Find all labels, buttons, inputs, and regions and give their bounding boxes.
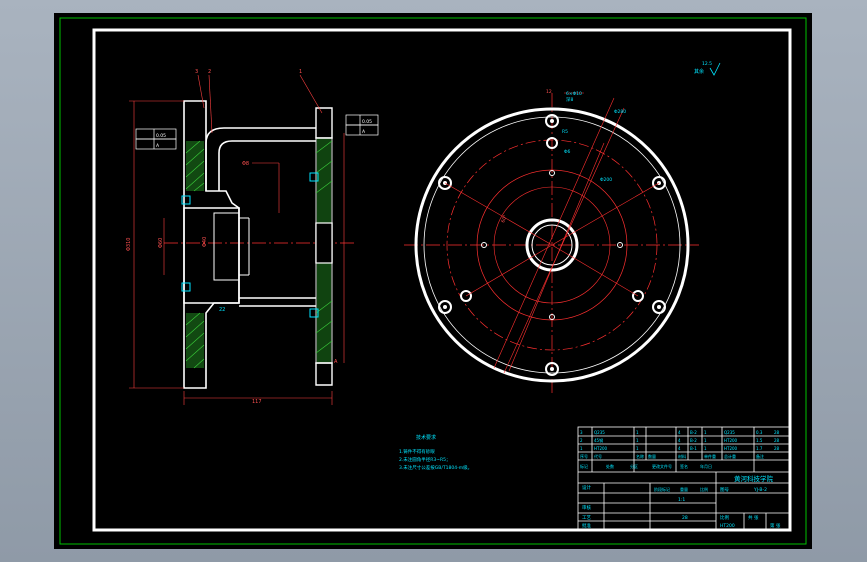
tech-note-2: 2.未注圆角半径R3~R5； bbox=[399, 456, 451, 463]
rev-cell: 4 bbox=[678, 446, 681, 451]
drawing-no-label: 图号 bbox=[720, 487, 729, 493]
stage-label: 重量 bbox=[680, 486, 688, 492]
rev-cell: HT200 bbox=[594, 446, 608, 451]
rev-cell: HT200 bbox=[724, 438, 738, 443]
rev-header-cell: 备注 bbox=[756, 453, 764, 459]
tolerance-frame-left bbox=[135, 128, 177, 150]
rev-cell: 1.5 bbox=[756, 438, 763, 443]
rev-cell: HT200 bbox=[724, 446, 738, 451]
balloon-2: 2 bbox=[208, 69, 211, 75]
dim-bore: Φ40 bbox=[202, 237, 208, 247]
approve-label: 批准 bbox=[582, 522, 591, 529]
rev-cell: 1 bbox=[580, 446, 583, 451]
rev-cell: B-2 bbox=[690, 438, 697, 443]
rev-cell: 45钢 bbox=[594, 437, 603, 443]
hole-callout-depth: 深8 bbox=[566, 96, 573, 103]
outer-frame bbox=[59, 17, 807, 545]
rev-cell: 1 bbox=[704, 446, 707, 451]
school-name: 黄河科技学院 bbox=[734, 474, 774, 483]
radius-label: R5 bbox=[562, 129, 568, 135]
tech-note-1: 1.铸件不得有砂眼 bbox=[399, 448, 435, 455]
rev-cell: 28 bbox=[774, 430, 780, 435]
tol-left-datum: A bbox=[156, 143, 160, 149]
rev-cell: 28 bbox=[774, 438, 780, 443]
rev-header-cell: 材料 bbox=[678, 453, 686, 459]
sign-header-cell: 年月日 bbox=[700, 463, 712, 469]
dim-pipe: Φ8 bbox=[242, 161, 249, 167]
sheet-value: 第 张 bbox=[770, 522, 781, 529]
check-label: 审核 bbox=[582, 504, 591, 511]
tech-title: 技术要求 bbox=[416, 434, 436, 441]
rev-cell: 1 bbox=[704, 430, 707, 435]
scale-value: 1:1 bbox=[678, 497, 685, 503]
dim-height: Φ310 bbox=[126, 238, 132, 251]
rev-cell: 4 bbox=[678, 430, 681, 435]
sign-header-cell: 签名 bbox=[680, 463, 688, 469]
roughness-value: 12.5 bbox=[702, 61, 712, 67]
rev-cell: 0.3 bbox=[756, 430, 763, 435]
end-view bbox=[404, 92, 699, 393]
rev-cell: 1.7 bbox=[756, 446, 763, 451]
material: HT200 bbox=[720, 523, 735, 529]
rev-cell: Q235 bbox=[594, 430, 605, 435]
roughness-note: 其余 bbox=[694, 68, 704, 75]
datum-label: A bbox=[334, 359, 338, 365]
dim-fit: 22 bbox=[219, 307, 225, 313]
angle-label: 60° bbox=[500, 214, 508, 224]
tol-right-datum: A bbox=[362, 129, 366, 135]
rev-header-cell: 序号 bbox=[580, 453, 588, 459]
title-block bbox=[577, 426, 791, 531]
sheet-label: 共 张 bbox=[748, 514, 759, 521]
small-hole-dim: Φ6 bbox=[564, 149, 571, 155]
drawing-no: YJ-B-2 bbox=[753, 487, 767, 493]
design-label: 设计 bbox=[582, 484, 591, 491]
drawing-border bbox=[92, 28, 792, 532]
sign-header-cell: 处数 bbox=[606, 463, 614, 469]
center-label: 12 bbox=[546, 89, 552, 95]
rev-cell: 28 bbox=[774, 446, 780, 451]
rev-header-cell: 名称 bbox=[636, 453, 644, 459]
rev-cell: 1 bbox=[636, 438, 639, 443]
pcd-inner: Φ200 bbox=[600, 177, 612, 183]
dim-overall-length: 117 bbox=[252, 399, 262, 405]
rev-cell: B-2 bbox=[690, 430, 697, 435]
scale-label: 比例 bbox=[720, 514, 729, 521]
tol-right-value: 0.05 bbox=[362, 119, 372, 125]
tech-note-3: 3.未注尺寸公差按GB/T1804-m级。 bbox=[399, 464, 472, 471]
rev-cell: 1 bbox=[636, 446, 639, 451]
rev-cell: 4 bbox=[678, 438, 681, 443]
rev-cell: 3 bbox=[580, 430, 583, 435]
sign-header-cell: 分区 bbox=[630, 463, 638, 469]
weight-value: 28 bbox=[682, 515, 688, 521]
stage-label: 比例 bbox=[700, 486, 708, 492]
balloon-3: 3 bbox=[195, 69, 198, 75]
rev-header-cell: 总计重 bbox=[724, 453, 736, 459]
pcd-outer: Φ280 bbox=[614, 109, 626, 115]
rev-header-cell: 数量 bbox=[648, 453, 656, 459]
tol-left-value: 0.05 bbox=[156, 133, 166, 139]
balloon-1: 1 bbox=[299, 69, 302, 75]
rev-header-cell: 代号 bbox=[594, 453, 602, 459]
rev-cell: 2 bbox=[580, 438, 583, 443]
roughness-symbol bbox=[709, 62, 721, 76]
dim-hub: Φ60 bbox=[158, 238, 164, 248]
rev-cell: B-1 bbox=[690, 446, 697, 451]
process-label: 工艺 bbox=[582, 515, 591, 521]
cad-viewport[interactable]: 3 2 1 117 Φ310 Φ60 Φ40 Φ8 22 0.05 A 0.05… bbox=[54, 13, 812, 549]
section-view bbox=[129, 74, 354, 405]
rev-cell: Q235 bbox=[724, 430, 735, 435]
sign-header-cell: 标记 bbox=[580, 463, 588, 469]
rev-cell: 1 bbox=[636, 430, 639, 435]
hole-callout: 6×Φ10 bbox=[566, 91, 582, 97]
stage-label: 阶段标记 bbox=[654, 486, 670, 492]
tolerance-frame-right bbox=[345, 114, 379, 136]
rev-cell: 1 bbox=[704, 438, 707, 443]
rev-header-cell: 单件重 bbox=[704, 453, 716, 459]
sign-header-cell: 更改文件号 bbox=[652, 463, 672, 469]
